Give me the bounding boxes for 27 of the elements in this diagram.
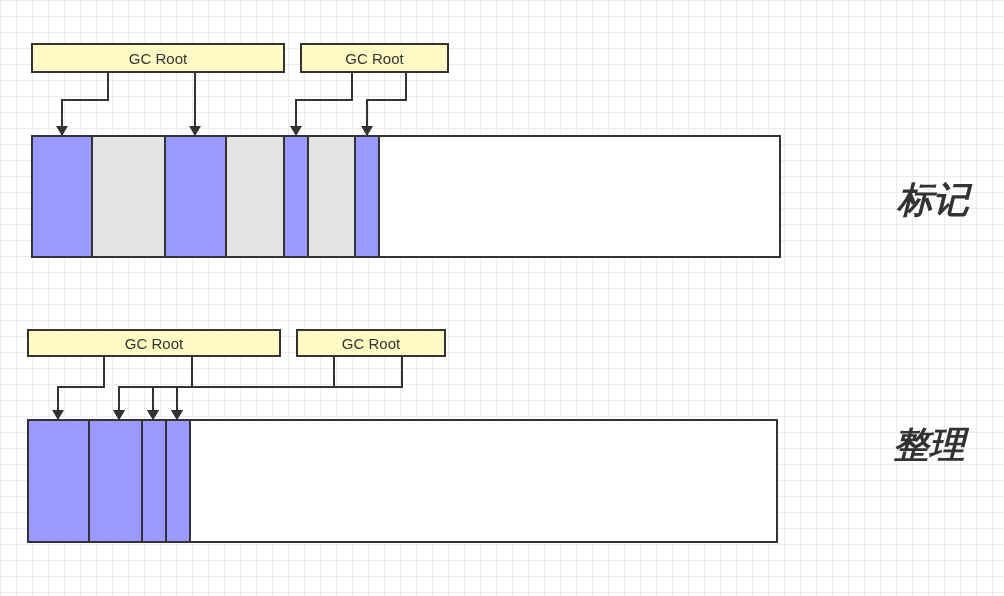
box-label: GC Root <box>128 49 188 67</box>
gc-root-box <box>296 329 446 357</box>
gc-root-box <box>27 329 281 357</box>
memory-block <box>88 419 143 543</box>
arrow <box>290 72 353 136</box>
arrow <box>52 356 105 420</box>
arrow <box>189 72 201 136</box>
gc-root-box <box>31 43 285 73</box>
box-label: GC Root <box>345 49 404 67</box>
gc-root-box <box>300 43 449 73</box>
memory-bar <box>27 419 778 543</box>
memory-block <box>307 135 356 258</box>
arrow <box>56 72 109 136</box>
memory-block <box>165 419 191 543</box>
memory-block <box>27 419 90 543</box>
memory-block <box>141 419 167 543</box>
box-label: GC Root <box>341 334 401 352</box>
memory-block <box>283 135 309 258</box>
memory-block <box>354 135 380 258</box>
memory-block <box>225 135 285 258</box>
memory-block <box>164 135 227 258</box>
memory-bar <box>31 135 781 258</box>
box-label: GC Root <box>124 334 184 352</box>
memory-block <box>91 135 166 258</box>
memory-block <box>31 135 93 258</box>
arrow <box>361 72 407 136</box>
arrow <box>113 356 335 420</box>
